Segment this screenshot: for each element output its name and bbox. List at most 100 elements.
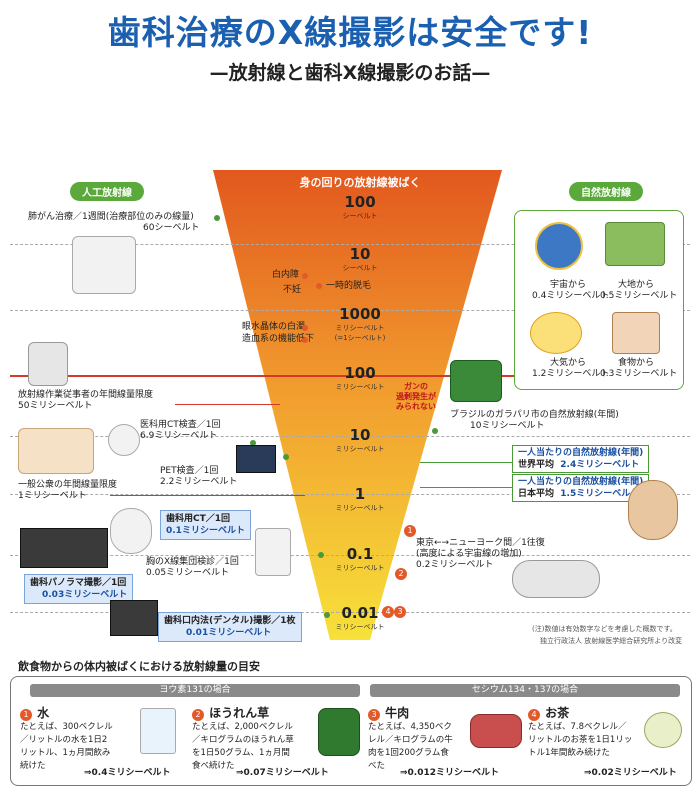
note-line: (注)数値は有効数字などを考慮した概数です。 [532,625,677,633]
label-line: PET検査／1回 [160,466,219,476]
marker-dot [250,440,256,446]
label-line: 0.01ミリシーベルト [186,628,272,638]
dental-ct-box: 歯科用CT／1回 0.1ミリシーベルト [160,510,251,540]
pet-scan-image-icon [236,445,276,473]
label-line: 大気から [549,358,586,368]
intraoral-box: 歯科口内法(デンタル)撮影／1枚 0.01ミリシーベルト [158,612,302,642]
food-item-beef: 3 牛肉 たとえば、4,350ベク レル／キログラムの牛 肉を1回200グラム食… [368,702,453,773]
nature-space: 宇宙から 0.4ミリシーベルト [532,280,610,302]
label-line: 食物から [617,358,654,368]
label-line: 50ミリシーベルト [18,401,93,411]
label-line: 1.2ミリシーベルト [532,369,610,379]
scale-unit: ミリシーベルト [335,445,385,453]
scale-value: 0.1 [346,545,374,563]
food-name: ほうれん草 [209,706,270,720]
marker-dot [316,283,322,289]
label-line: 2.2ミリシーベルト [160,477,238,487]
food-name: お茶 [545,706,570,720]
food-name: 牛肉 [385,706,410,720]
panorama-xray-image-icon [20,528,108,568]
effect-hair-loss: 一時的脱毛 [326,281,372,291]
label-line: 0.1ミリシーベルト [166,526,245,536]
label-line: 0.3ミリシーベルト [600,369,678,379]
food-item-water: 1 水 たとえば、300ベクレル ／リットルの水を1日2 リットル、1ヵ月間飲み… [20,702,113,773]
guide-line [10,244,690,245]
natural-radiation-header: 自然放射線 [569,182,643,201]
brazil-label: ブラジルのガラパリ市の自然放射線(年間) 10ミリシーベルト [450,410,619,432]
food-line: リットルのお茶を1日1リッ [528,735,633,745]
label-line: 東京←→ニューヨーク間／1往復 [416,538,545,548]
effect-lens: 眼水晶体の白濁 [242,322,306,332]
food-line: リットル、1ヵ月間飲み [20,748,111,758]
label-line: 一般公衆の年間線量限度 [18,480,118,490]
marker-dot [302,273,308,279]
scale-0.1msv: 0.1 ミリシーベルト [320,545,400,573]
food-line: ／キログラムのほうれん草 [192,735,294,745]
label-line: 0.4ミリシーベルト [532,291,610,301]
label-line: 0.2ミリシーベルト [416,560,494,570]
label-line: 世界平均 [518,460,555,470]
marker-dot [432,428,438,434]
brazil-person-icon [450,360,502,402]
water-glass-icon [140,708,176,754]
pet-label: PET検査／1回 2.2ミリシーベルト [160,466,237,488]
cancer-note-line: ガンの [404,382,428,391]
scale-unit-note: (=1シーベルト) [334,334,386,342]
food-result: ⇒0.07ミリシーベルト [236,768,329,778]
food-line: たとえば、7.8ベクレル／ [528,722,627,732]
food-name: 水 [37,706,50,720]
mountain-earth-icon [605,222,665,266]
label-line: 6.9ミリシーベルト [140,431,218,441]
label-line: 10ミリシーベルト [470,421,545,431]
label-line: 歯科用CT／1回 [166,514,231,524]
radiotherapy-machine-icon [72,236,136,294]
page-title: 歯科治療のX線撮影は安全です! [107,13,593,52]
label-line: ブラジルのガラパリ市の自然放射線(年間) [450,410,619,420]
dental-ct-patient-icon [110,508,152,554]
food-result: ⇒0.02ミリシーベルト [584,768,677,778]
scale-100sv: 100 シーベルト [320,193,400,221]
food-item-tea: 4 お茶 たとえば、7.8ベクレル／ リットルのお茶を1日1リッ トル1年間飲み… [528,702,632,760]
scale-10msv: 10 ミリシーベルト [320,426,400,454]
scale-value: 100 [344,364,376,382]
food-line: べた [368,761,386,771]
scale-unit: シーベルト [342,264,378,272]
guide-line [10,612,690,613]
note-line: 独立行政法人 放射線医学総合研究所より改変 [540,637,683,645]
label-line: 0.05ミリシーベルト [146,568,230,578]
nature-ground: 大地から 0.5ミリシーベルト [600,280,678,302]
food-line: 食べ続けた [192,761,235,771]
ct-scanner-icon [108,424,140,456]
guide-line [10,436,690,437]
cesium-band: セシウム134・137の場合 [370,684,680,697]
scale-value: 10 [349,245,371,263]
scale-unit: ミリシーベルト [335,623,385,631]
label-line: 2.4ミリシーベルト [560,460,640,470]
label-line: 60シーベルト [143,223,200,233]
label-line: 放射線作業従事者の年間線量限度 [18,390,154,400]
effect-cataract: 白内障 [272,270,300,280]
label-line: 1ミリシーベルト [18,491,87,501]
family-icon [18,428,94,474]
label-line: 0.5ミリシーベルト [600,291,678,301]
iodine-band: ヨウ素131の場合 [30,684,360,697]
marker-dot [283,454,289,460]
food-item-spinach: 2 ほうれん草 たとえば、2,000ベクレル ／キログラムのほうれん草 を1日5… [192,702,294,773]
label-line: 一人当たりの自然放射線(年間) [518,448,644,458]
beef-steak-icon [470,714,522,748]
protective-suit-icon [28,342,68,386]
scale-1msv: 1 ミリシーベルト [320,485,400,513]
connector-line [420,487,512,488]
panorama-box: 歯科パノラマ撮影／1回 0.03ミリシーベルト [24,574,134,604]
marker-dot [318,552,324,558]
airplane-icon [512,560,600,598]
arrow-line [110,495,305,496]
label-line: 0.03ミリシーベルト [42,590,128,600]
food-line: トル1年間飲み続けた [528,748,610,758]
food-marker-2: 2 [395,568,407,580]
food-result: ⇒0.012ミリシーベルト [400,768,500,778]
scale-1000msv: 1000 ミリシーベルト (=1シーベルト) [320,305,400,343]
effect-sterile: 不妊 [283,285,302,295]
food-line: 肉を1回200グラム食 [368,748,449,758]
label-line: 医科用CT検査／1回 [140,420,221,430]
